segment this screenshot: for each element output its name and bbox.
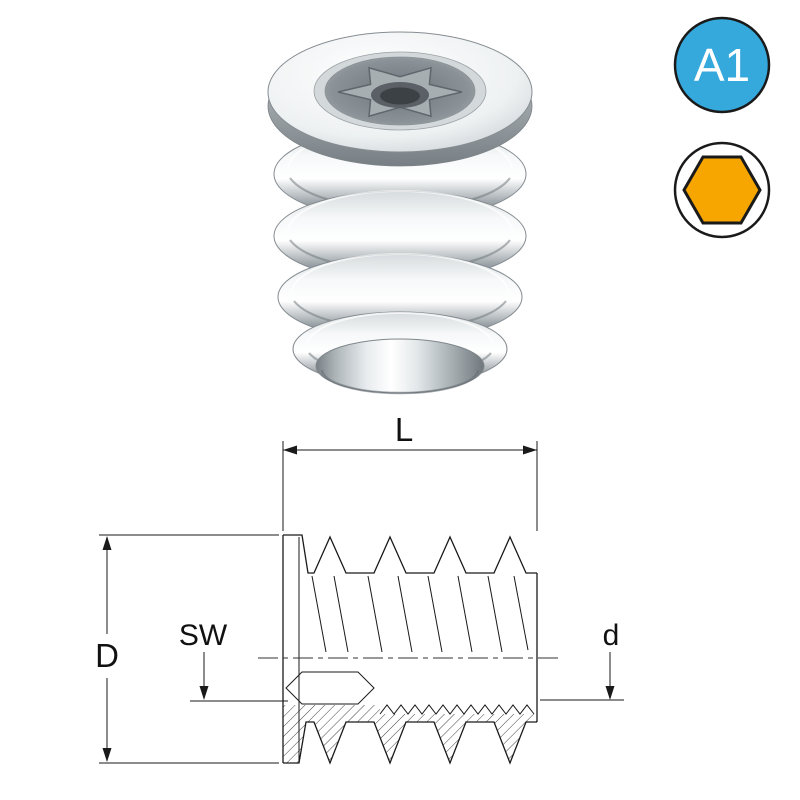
external-thread-profile-top xyxy=(283,534,537,574)
section-hatch xyxy=(283,705,537,763)
dimension-outer-diameter: D xyxy=(95,534,279,764)
dim-label-inner-diameter: d xyxy=(603,619,620,652)
hex-socket-section xyxy=(285,671,375,705)
external-thread-profile-bottom xyxy=(283,721,537,765)
a1-label: A1 xyxy=(694,39,750,91)
thread-flank-lines xyxy=(311,575,529,653)
dim-label-diameter: D xyxy=(95,637,119,674)
hexagon-icon xyxy=(682,155,762,225)
a1-circle xyxy=(673,16,771,114)
badge-a1: A1 xyxy=(673,16,771,114)
dim-label-wrench: SW xyxy=(179,619,228,652)
dimension-wrench-size: SW xyxy=(179,619,288,702)
insert-3d-view xyxy=(267,31,533,395)
internal-thread-profile xyxy=(379,704,535,715)
dimension-inner-diameter: d xyxy=(540,619,624,701)
badge-hex-drive xyxy=(673,141,771,239)
dimension-length: L xyxy=(282,411,538,531)
technical-drawing: L D SW d xyxy=(95,411,624,765)
dim-label-length: L xyxy=(395,411,413,448)
